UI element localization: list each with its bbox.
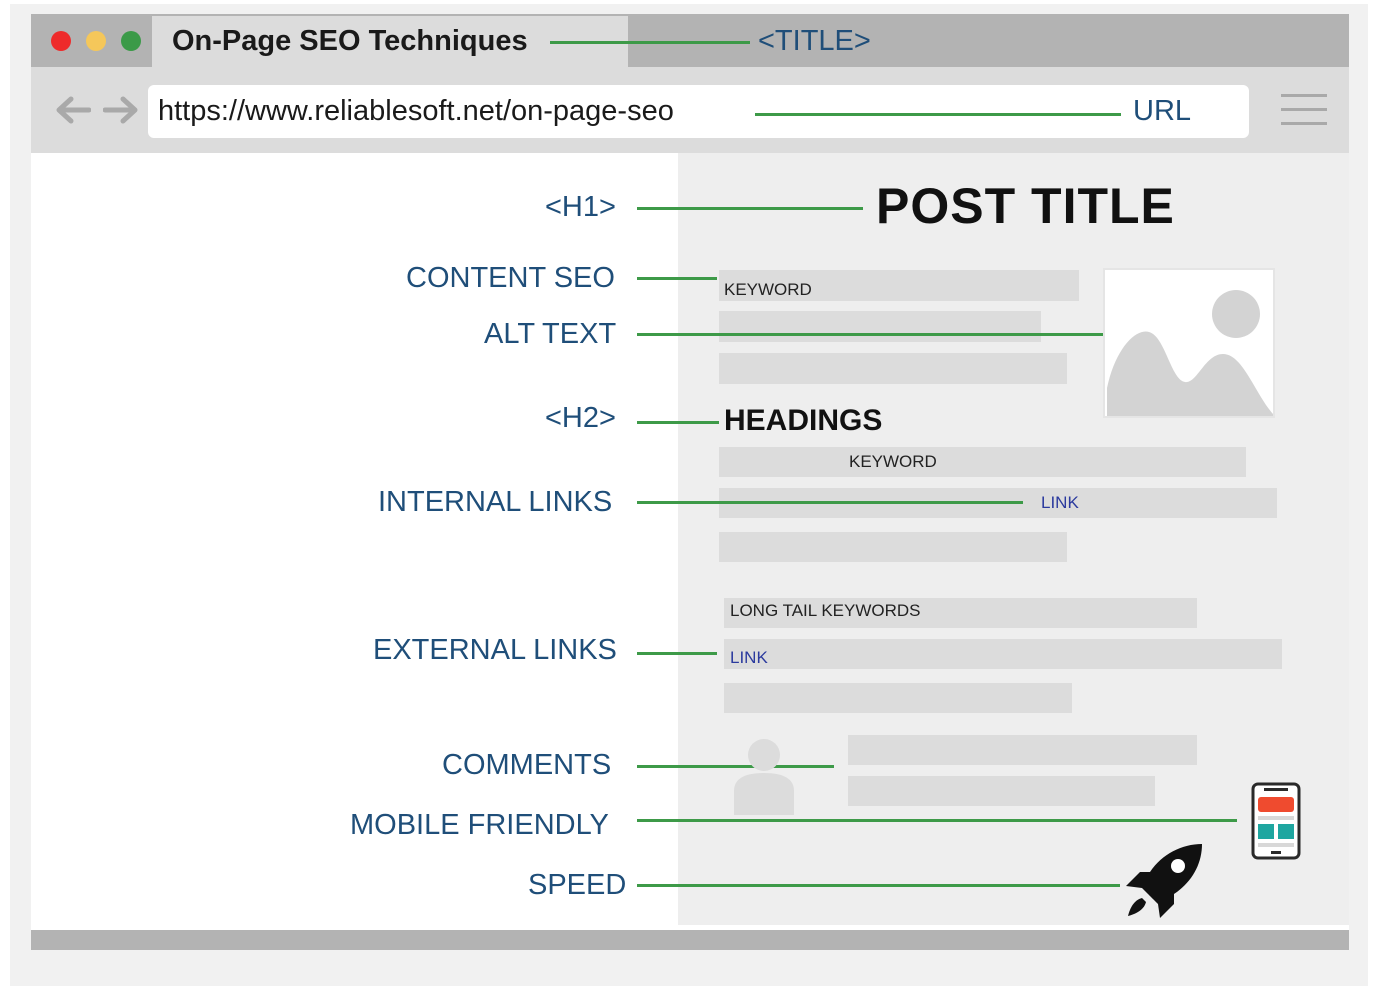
close-window-dot[interactable] (51, 31, 71, 51)
text-line (724, 598, 1197, 628)
h2-label: <H2> (545, 402, 616, 434)
h1-label: <H1> (545, 191, 616, 223)
h2-connector (637, 421, 719, 424)
image-placeholder (1103, 268, 1275, 418)
content-seo-label: CONTENT SEO (406, 262, 615, 294)
title-tag-label: <TITLE> (758, 25, 871, 57)
text-line (719, 532, 1067, 562)
h1-connector (637, 207, 863, 210)
alt-text-label: ALT TEXT (484, 318, 617, 350)
maximize-window-dot[interactable] (121, 31, 141, 51)
external-links-label: EXTERNAL LINKS (373, 634, 617, 666)
browser-window: On-Page SEO Techniques https://www.relia… (31, 14, 1349, 950)
long-tail-keywords-text: LONG TAIL KEYWORDS (730, 601, 921, 620)
text-line (719, 447, 1246, 477)
browser-footer (31, 930, 1349, 950)
headings-text: HEADINGS (724, 404, 883, 437)
text-line (719, 353, 1067, 384)
url-field[interactable]: https://www.reliablesoft.net/on-page-seo (148, 85, 1249, 138)
image-placeholder-icon (1107, 290, 1273, 416)
back-arrow-icon[interactable] (53, 95, 91, 125)
url-text: https://www.reliablesoft.net/on-page-seo (158, 95, 674, 127)
mobile-friendly-connector (637, 819, 1237, 822)
content-seo-connector (637, 277, 717, 280)
browser-tab[interactable]: On-Page SEO Techniques (152, 16, 628, 67)
speed-connector (637, 884, 1120, 887)
internal-links-connector (637, 501, 1023, 504)
keyword-text: KEYWORD (724, 280, 812, 299)
forward-arrow-icon[interactable] (103, 95, 141, 125)
rocket-icon (1126, 844, 1202, 918)
external-links-connector (637, 652, 717, 655)
keyword-text: KEYWORD (849, 452, 937, 471)
comment-line (848, 776, 1155, 806)
title-connector (550, 41, 750, 44)
tab-title: On-Page SEO Techniques (172, 25, 528, 57)
hamburger-menu-icon[interactable] (1281, 93, 1327, 127)
url-connector (755, 113, 1121, 116)
browser-toolbar: https://www.reliablesoft.net/on-page-seo (31, 67, 1349, 153)
external-link-text[interactable]: LINK (730, 648, 768, 667)
text-line (724, 639, 1282, 669)
smartphone-icon (1251, 782, 1301, 860)
internal-link-text[interactable]: LINK (1041, 493, 1079, 512)
internal-links-label: INTERNAL LINKS (378, 486, 613, 518)
user-avatar-icon (734, 739, 794, 815)
text-line (719, 311, 1041, 342)
url-label: URL (1133, 95, 1192, 127)
comments-label: COMMENTS (442, 749, 612, 781)
mobile-friendly-label: MOBILE FRIENDLY (350, 809, 609, 841)
alt-text-connector (637, 333, 1103, 336)
speed-label: SPEED (528, 869, 627, 901)
minimize-window-dot[interactable] (86, 31, 106, 51)
comment-line (848, 735, 1197, 765)
annotation-column (31, 153, 678, 925)
comments-connector (637, 765, 834, 768)
browser-titlebar: On-Page SEO Techniques (31, 14, 1349, 67)
post-title: POST TITLE (876, 178, 1175, 234)
text-line (724, 683, 1072, 713)
text-line (719, 270, 1079, 301)
